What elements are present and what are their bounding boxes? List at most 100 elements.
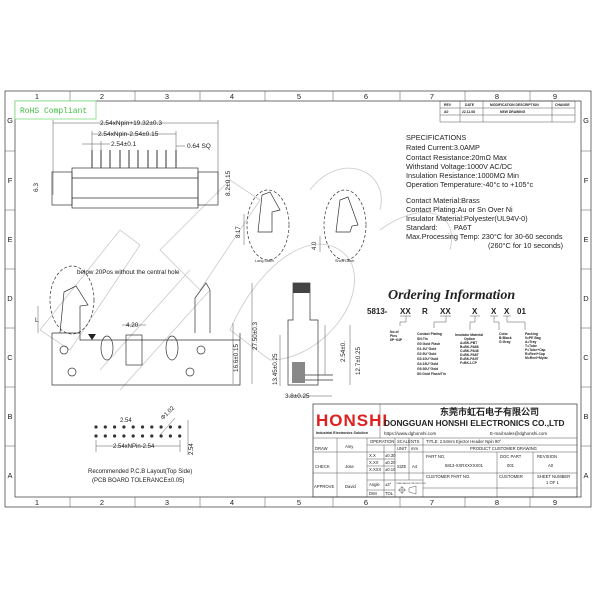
row-label: F	[584, 176, 589, 185]
insulator-option: A=BK-PBT	[460, 341, 478, 345]
color-option: B:Black	[499, 336, 512, 340]
ordering-information: Ordering Information 5813- XX R XX X X X…	[367, 288, 548, 376]
part-no-label: PART NO.	[426, 454, 445, 459]
pcb-layout: 2.54 Φ1.02 2.54xNPin-2.54 2.54 Recommend…	[88, 405, 195, 484]
row-label: F	[8, 176, 13, 185]
spec-line: Contact Resistance:20mΩ Max	[406, 153, 507, 162]
unit-label: UNIT	[397, 446, 407, 451]
col-label: 9	[553, 498, 557, 507]
rev-header: MODIFICATION DESCRIPTION	[490, 103, 539, 107]
size-value: A4	[412, 464, 418, 469]
row-label: G	[583, 116, 589, 125]
row-label: B	[7, 412, 12, 421]
dim-body-height: 16.6±0.15	[233, 344, 240, 372]
pcb-row-pitch: 2.54	[189, 443, 195, 455]
pcb-hole	[150, 425, 154, 429]
dim-side-1: 13.45±0.25	[272, 353, 279, 385]
tol-key: Angle	[369, 482, 380, 487]
code-suffix: 01	[517, 307, 526, 316]
projection-label: THIRD ANGLE PROJECTION	[396, 482, 426, 485]
dim-width: 8.2±0.15	[225, 170, 232, 196]
spec-line: Rated Current:3.0AMP	[406, 143, 480, 152]
spec-line: Insulation Resistance:1000MΩ Min	[406, 171, 519, 180]
plating-option: G5:30U"Gold	[417, 367, 438, 371]
col-label: 2	[100, 92, 104, 101]
col-label: 6	[364, 92, 368, 101]
unit-value: mm	[411, 446, 418, 451]
customer-label: CUSTOMER	[499, 474, 523, 479]
rev-cell: A0	[444, 110, 448, 114]
revision-label: REVISION	[537, 454, 557, 459]
color-option: G:Gray	[499, 340, 511, 344]
drawing-title: TITLE: 2.54mm Ejector Header Npin 90°	[426, 439, 502, 444]
check-name: Jose	[345, 464, 355, 469]
spec-line: Max.Processing Temp: 230°C for 30-60 sec…	[406, 232, 563, 241]
rev-cell: 22.11.08	[462, 110, 475, 114]
honshi-watermark	[39, 167, 452, 391]
drawn-name: Amy	[345, 444, 354, 449]
spec-line: Standard: PA6T	[406, 223, 472, 232]
dim-total-height: 27.50±0.3	[252, 322, 259, 350]
pcb-hole	[131, 434, 135, 438]
row-label: E	[583, 235, 588, 244]
spec-title: SPECIFICATIONS	[406, 133, 466, 142]
dim-center-width: 4.20	[126, 322, 139, 329]
insulator-option: Option	[464, 337, 475, 341]
packing-option: A=Tray	[525, 340, 537, 344]
insulator-option: F=BK-LCP	[460, 361, 478, 365]
code-prefix: 5813-	[367, 307, 388, 316]
sheet-label: SHEET NUMBER	[537, 474, 570, 479]
dim-overall-length: 2.54xNpin+19.32±0.3	[100, 120, 162, 127]
row-label: G	[7, 116, 13, 125]
pcb-hole	[113, 434, 117, 438]
tol-key: X.XXX	[369, 467, 382, 472]
short-latch-label: Short Latch	[335, 259, 354, 263]
code-packing: X	[504, 307, 510, 316]
short-latch-dim: 4.0	[312, 241, 318, 250]
plating-option: G4:15U"Gold	[417, 362, 438, 366]
insulator-option: E=BK-PA9T	[460, 357, 480, 361]
doc-part: 001	[507, 463, 515, 468]
long-latch-label: Long Latch	[255, 259, 274, 263]
row-label: C	[7, 353, 13, 362]
col-label: 7	[430, 498, 434, 507]
pcb-pitch: 2.54	[120, 418, 132, 424]
code-insulator: X	[472, 307, 478, 316]
code-r: R	[422, 307, 428, 316]
row-label: A	[7, 471, 12, 480]
rev-header: REV	[444, 103, 452, 107]
insulator-option: C=BK-PA46	[460, 349, 479, 353]
tol-value: ±3°	[385, 482, 392, 487]
website-link[interactable]: https://www.dghonshi.com	[384, 431, 437, 436]
pcb-hole	[168, 434, 172, 438]
drawing-frame: 1 2 3 4 5 6 7 8 9 1 2 3 4 5 6 7 8 9 G F …	[4, 90, 592, 508]
tol-value: ±0.20	[385, 460, 396, 465]
col-label: 8	[495, 92, 499, 101]
pcb-hole	[178, 425, 182, 429]
packing-option: T=Tube	[525, 344, 537, 348]
pcb-hole	[159, 425, 163, 429]
rev-header: CHANGE	[555, 103, 570, 107]
row-label: D	[7, 294, 13, 303]
col-label: 1	[35, 92, 39, 101]
email-link[interactable]: E-mail:sales@dghonshi.com	[490, 431, 547, 436]
top-view: 2.54xNpin+19.32±0.3 2.54xNpin-2.54±0.15 …	[33, 120, 232, 209]
col-label: 1	[35, 498, 39, 507]
col-label: 3	[165, 92, 169, 101]
spec-line: Withstand Voltage:1000V AC/DC	[406, 162, 512, 171]
sheet-value: 1 OF 1	[546, 480, 559, 485]
tol-value: TOL	[385, 491, 394, 496]
col-label: 5	[297, 498, 301, 507]
pcb-tolerance: (PCB BOARD TOLERANCE±0.05)	[92, 478, 184, 484]
logo-tagline: Industrial Electronics Solution	[316, 431, 368, 435]
scale-label: SCALE	[397, 439, 411, 444]
latch-views: 8.17 4.0 Long Latch Short Latch	[236, 189, 367, 263]
plating-option: G1:3U"Gold	[417, 347, 436, 351]
pcb-hole	[103, 434, 107, 438]
insulator-option: Insulator Material	[455, 333, 483, 337]
approve-label: APPROVE	[314, 484, 334, 489]
packing-option: Packing	[525, 332, 538, 336]
col-label: 5	[297, 92, 301, 101]
pcb-hole	[103, 425, 107, 429]
spec-line: Contact Material:Brass	[406, 196, 480, 205]
